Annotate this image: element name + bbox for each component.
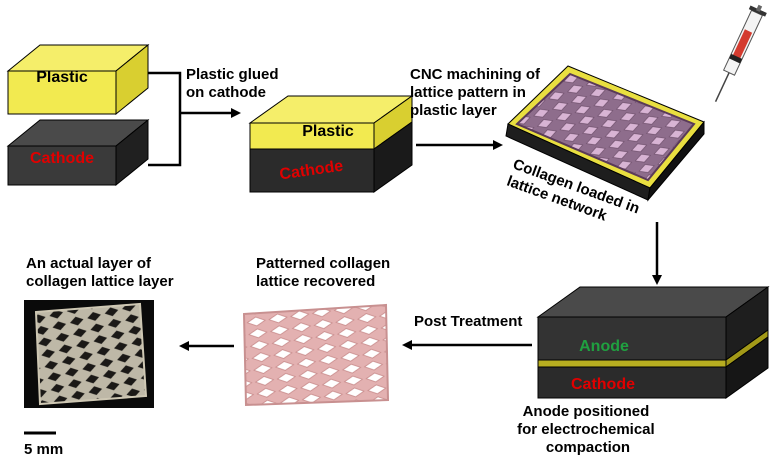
merge-connector — [148, 71, 241, 167]
collagen-lattice — [242, 303, 390, 407]
anode-cathode-stack: Anode Cathode — [536, 286, 770, 399]
step-positioned-label: Anode positioned for electrochemical com… — [517, 403, 659, 456]
plastic-block: Plastic — [6, 43, 150, 116]
plastic-label: Plastic — [36, 69, 88, 86]
step-glue-label: Plastic glued on cathode — [186, 66, 283, 101]
cathode-block: Cathode — [6, 118, 150, 187]
step-cnc-label: CNC machining of lattice pattern in plas… — [410, 66, 544, 119]
stack-cathode-label: Cathode — [571, 376, 635, 393]
post-treatment-label: Post Treatment — [414, 313, 522, 330]
actual-layer-label: An actual layer of collagen lattice laye… — [26, 255, 174, 290]
collagen-photo — [24, 300, 154, 408]
cathode-label: Cathode — [30, 150, 94, 167]
glued-block: Plastic Cathode — [248, 95, 414, 193]
glued-plastic-label: Plastic — [302, 123, 354, 140]
lattice-machined-block — [505, 65, 705, 202]
recovered-label: Patterned collagen lattice recovered — [256, 255, 394, 290]
syringe-icon — [714, 4, 767, 103]
anode-label: Anode — [579, 338, 629, 355]
scale-bar-label: 5 mm — [24, 441, 63, 458]
